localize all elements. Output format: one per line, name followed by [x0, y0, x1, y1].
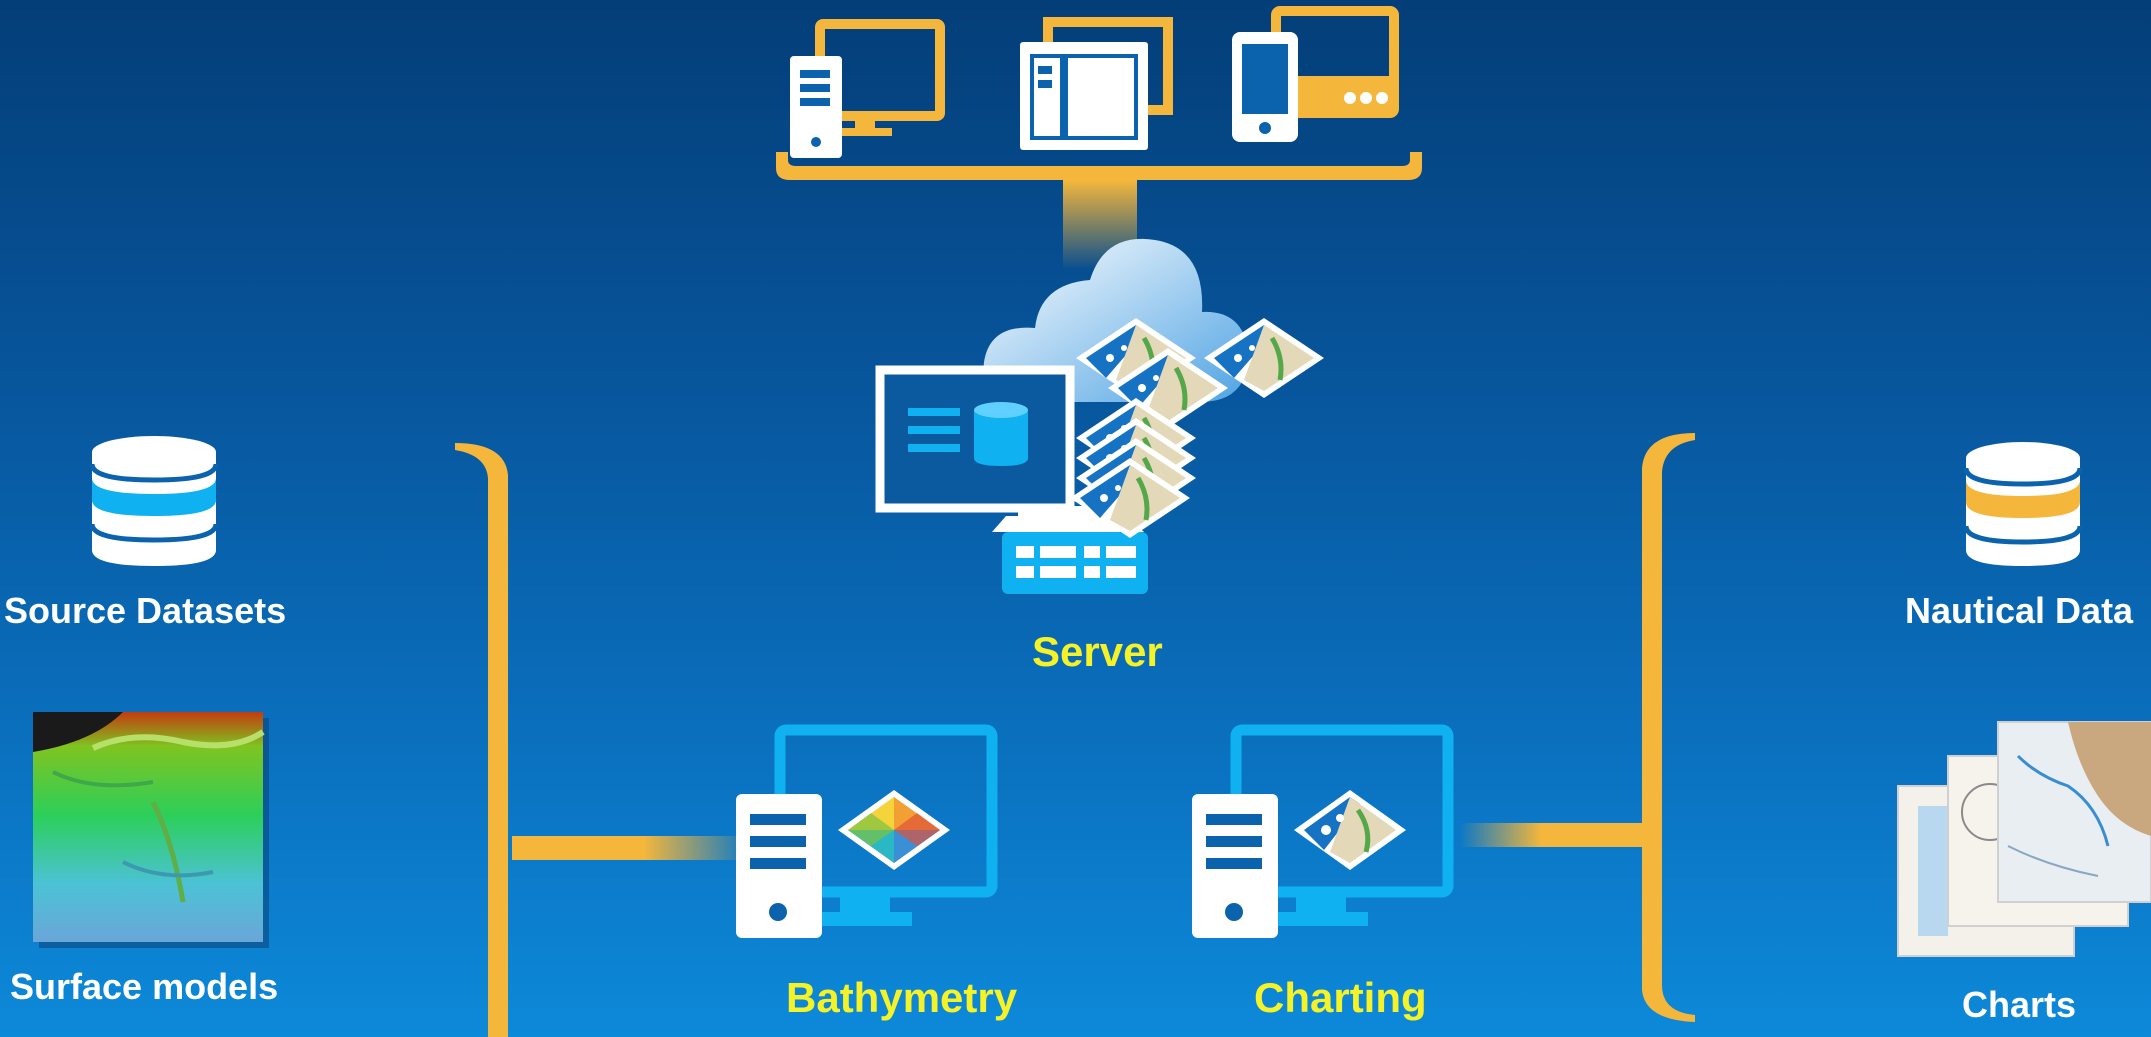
bathymetry-label: Bathymetry — [786, 974, 1018, 1021]
desktop-computer-icon — [790, 19, 945, 158]
surface-models-label: Surface models — [10, 966, 279, 1007]
map-tiles-icon — [1076, 318, 1326, 528]
server-label: Server — [1032, 628, 1163, 675]
charts-label: Charts — [1962, 984, 2077, 1025]
charts-image — [1897, 721, 2151, 957]
source-datasets-label: Source Datasets — [4, 590, 287, 631]
surface-model-image — [33, 712, 269, 948]
database-icon — [89, 436, 219, 566]
database-icon — [1963, 442, 2083, 566]
tablet-window-icon — [1020, 17, 1173, 150]
mobile-tablet-icon — [1232, 6, 1399, 142]
workstation-icon — [736, 724, 998, 938]
server-icon — [875, 365, 1148, 594]
workstation-icon — [1192, 724, 1454, 938]
nautical-data-label: Nautical Data — [1905, 590, 2134, 631]
charting-label: Charting — [1254, 974, 1427, 1021]
